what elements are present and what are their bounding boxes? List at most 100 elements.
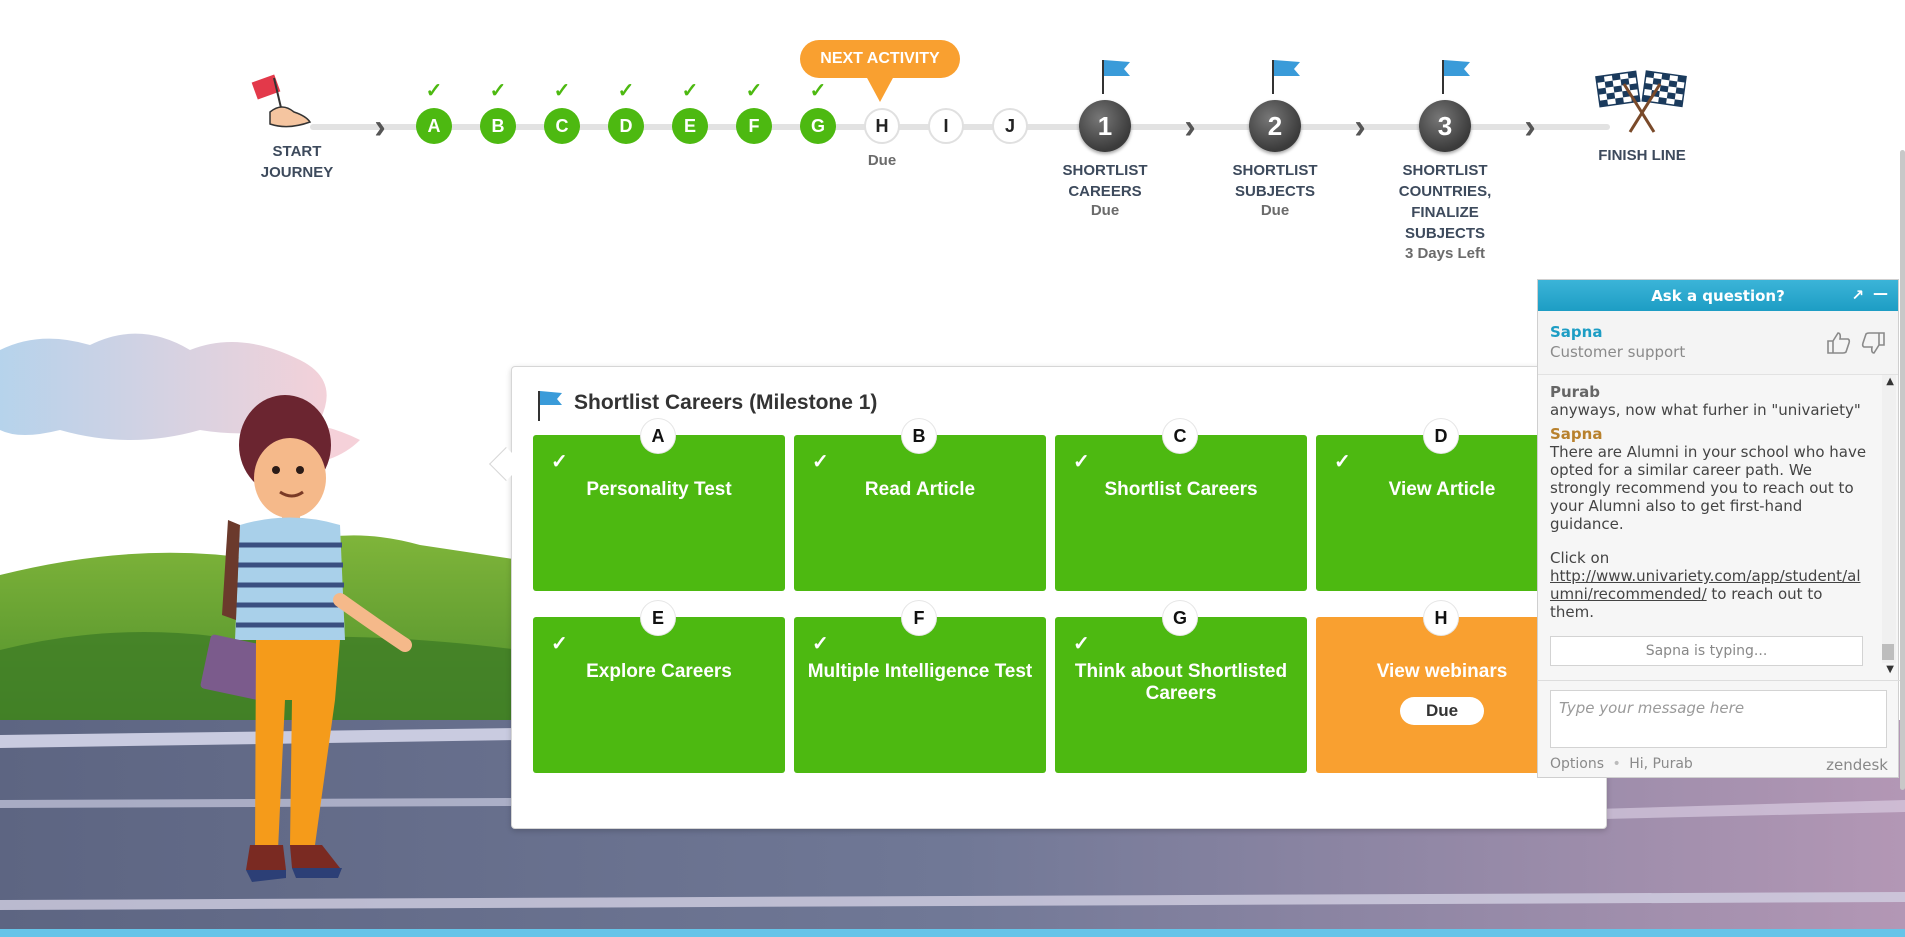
footer-strip: [0, 929, 1905, 937]
card-title: Personality Test: [586, 479, 732, 500]
activity-card-a[interactable]: A ✓ Personality Test: [533, 419, 785, 591]
scroll-up-icon[interactable]: ▲: [1886, 376, 1894, 387]
step-h-status: Due: [867, 152, 897, 169]
card-letter: C: [1163, 419, 1197, 453]
chat-scrollbar-thumb[interactable]: [1882, 644, 1894, 660]
student-character: [200, 395, 412, 882]
activity-card-g[interactable]: G ✓ Think about Shortlisted Careers: [1055, 601, 1307, 773]
message-text: Click on: [1550, 549, 1610, 567]
agent-name: Sapna: [1550, 323, 1603, 341]
chat-header[interactable]: Ask a question? ↗ —: [1538, 280, 1898, 311]
card-letter: D: [1424, 419, 1458, 453]
check-icon: ✓: [489, 80, 507, 102]
agent-role: Customer support: [1550, 343, 1686, 361]
message-text: http://www.univariety.com/app/student/al…: [1550, 567, 1869, 621]
activity-card-f[interactable]: F ✓ Multiple Intelligence Test: [794, 601, 1046, 773]
card-title: View webinars: [1376, 661, 1508, 682]
check-icon: ✓: [617, 80, 635, 102]
start-journey-label: START JOURNEY: [260, 143, 334, 181]
agent-info: Sapna Customer support: [1538, 311, 1898, 375]
message-text: anyways, now what furher in "univariety": [1550, 401, 1861, 419]
card-title: View Article: [1388, 479, 1496, 500]
step-b[interactable]: B: [480, 108, 516, 144]
thumbs-up-icon[interactable]: [1826, 331, 1852, 355]
chevron-right-icon: ›: [374, 108, 386, 146]
chat-widget: Ask a question? ↗ — Sapna Customer suppo…: [1537, 279, 1900, 778]
typing-indicator: Sapna is typing...: [1550, 636, 1863, 666]
card-title: Explore Careers: [586, 661, 732, 682]
check-icon: ✓: [809, 80, 827, 102]
thumbs-down-icon[interactable]: [1860, 331, 1886, 355]
milestone-3-label: SHORTLIST COUNTRIES, FINALIZE SUBJECTS: [1398, 162, 1492, 242]
activity-card-d[interactable]: D ✓ View Article: [1316, 419, 1568, 591]
step-h[interactable]: H: [864, 108, 900, 144]
card-letter: A: [641, 419, 675, 453]
check-icon: ✓: [425, 80, 443, 102]
footer-separator: •: [1612, 756, 1621, 772]
check-icon: ✓: [551, 633, 568, 655]
check-icon: ✓: [1334, 451, 1351, 473]
due-badge: Due: [1400, 697, 1484, 725]
activity-card-e[interactable]: E ✓ Explore Careers: [533, 601, 785, 773]
step-a[interactable]: A: [416, 108, 452, 144]
minimize-icon[interactable]: —: [1873, 284, 1888, 302]
flag-icon: [1272, 60, 1300, 94]
activity-card-b[interactable]: B ✓ Read Article: [794, 419, 1046, 591]
scroll-down-icon[interactable]: ▼: [1886, 664, 1894, 675]
step-i[interactable]: I: [928, 108, 964, 144]
divider: [1538, 680, 1900, 681]
card-title: Multiple Intelligence Test: [807, 661, 1033, 682]
finish-line-label: FINISH LINE: [1598, 147, 1686, 164]
options-link[interactable]: Options: [1550, 756, 1605, 772]
step-e[interactable]: E: [672, 108, 708, 144]
message-author: Sapna: [1550, 425, 1603, 443]
chat-footer: Options • Hi, Purab: [1550, 756, 1693, 772]
card-letter: E: [641, 601, 675, 635]
popout-icon[interactable]: ↗: [1851, 286, 1864, 304]
step-f[interactable]: F: [736, 108, 772, 144]
card-letter: B: [902, 419, 936, 453]
step-j[interactable]: J: [992, 108, 1028, 144]
card-letter: H: [1424, 601, 1458, 635]
finish-flags-icon: [1595, 70, 1687, 133]
next-activity-pointer: [866, 76, 894, 102]
panel-title: Shortlist Careers (Milestone 1): [574, 391, 878, 414]
chat-messages: Purab anyways, now what furher in "univa…: [1538, 375, 1881, 657]
activity-card-c[interactable]: C ✓ Shortlist Careers: [1055, 419, 1307, 591]
chevron-right-icon: ›: [1354, 108, 1366, 146]
milestone-1[interactable]: 1: [1079, 100, 1131, 152]
greeting-text: Hi, Purab: [1629, 756, 1693, 772]
page-scrollbar[interactable]: [1900, 150, 1905, 790]
chevron-right-icon: ›: [1184, 108, 1196, 146]
check-icon: ✓: [1073, 633, 1090, 655]
message-author: Purab: [1550, 383, 1600, 401]
chat-message-input[interactable]: [1550, 690, 1887, 748]
check-icon: ✓: [681, 80, 699, 102]
card-letter: G: [1163, 601, 1197, 635]
check-icon: ✓: [812, 451, 829, 473]
chevron-right-icon: ›: [1524, 108, 1536, 146]
check-icon: ✓: [553, 80, 571, 102]
check-icon: ✓: [745, 80, 763, 102]
card-title: Read Article: [864, 479, 976, 500]
flag-icon: [1442, 60, 1470, 94]
step-d[interactable]: D: [608, 108, 644, 144]
zendesk-brand: zendesk: [1826, 756, 1888, 774]
card-title: Think about Shortlisted Careers: [1074, 661, 1288, 704]
message-text: There are Alumni in your school who have…: [1550, 443, 1867, 533]
step-c[interactable]: C: [544, 108, 580, 144]
card-letter: F: [902, 601, 936, 635]
flag-icon: [538, 391, 562, 421]
journey-progress-bar: START JOURNEY › ✓ ✓ ✓ ✓ ✓ ✓ ✓ A B C D E …: [0, 0, 1905, 280]
recommended-alumni-link[interactable]: http://www.univariety.com/app/student/al…: [1550, 567, 1861, 603]
milestone-2[interactable]: 2: [1249, 100, 1301, 152]
milestone-3[interactable]: 3: [1419, 100, 1471, 152]
step-g[interactable]: G: [800, 108, 836, 144]
message-text-tail: to reach out to them.: [1550, 585, 1823, 621]
flag-icon: [1102, 60, 1130, 94]
milestone-panel: Shortlist Careers (Milestone 1) A ✓ Pers…: [511, 366, 1607, 829]
chat-header-title: Ask a question?: [1651, 286, 1785, 305]
activity-card-h[interactable]: H View webinars Due: [1316, 601, 1568, 773]
check-icon: ✓: [1073, 451, 1090, 473]
chat-scrollbar[interactable]: [1882, 375, 1896, 663]
